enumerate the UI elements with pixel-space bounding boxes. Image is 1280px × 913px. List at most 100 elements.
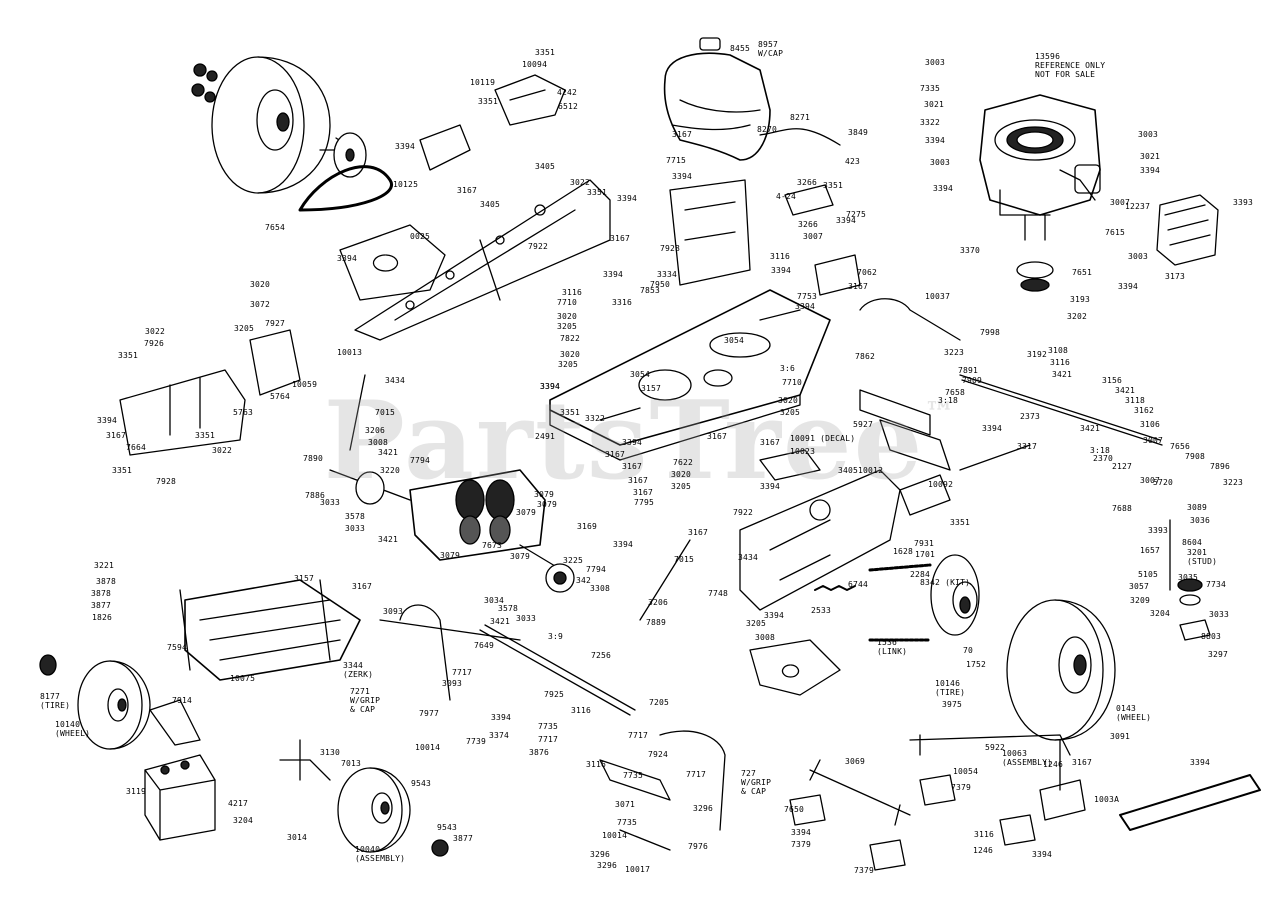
part-number-label: 3322	[920, 118, 941, 127]
part-number-label: 7924	[648, 750, 669, 759]
part-number-label: 3394	[982, 424, 1003, 433]
part-number-label: 3169	[577, 522, 598, 531]
part-number-label: 3156	[1102, 376, 1123, 385]
part-number-label: 7654	[265, 223, 286, 232]
part-number-label: 3079	[510, 552, 531, 561]
part-number-label: 3035	[1178, 573, 1199, 582]
part-number-label: 3034	[484, 596, 505, 605]
part-number-label: 3106	[1140, 420, 1161, 429]
part-number-label: 9543	[437, 823, 458, 832]
part-number-label: 3:6	[780, 364, 796, 373]
part-number-label: 3020	[778, 396, 799, 405]
part-number-label: 10023	[790, 447, 816, 456]
part-number-label: 3079	[516, 508, 537, 517]
part-number-label: 1003A	[1094, 795, 1120, 804]
part-number-label: 7735	[617, 818, 638, 827]
part-number-label: 3351	[118, 351, 139, 360]
part-number-label: 8957 W/CAP	[758, 40, 784, 58]
part-number-label: 7998	[980, 328, 1001, 337]
brake-rod-5922	[809, 759, 911, 826]
part-number-label: 7275	[846, 210, 867, 219]
part-number-label: 3394	[337, 254, 358, 263]
part-number-label: 3266	[797, 178, 818, 187]
part-number-label: 3116	[562, 288, 583, 297]
part-number-label: 7379	[791, 840, 812, 849]
part-number-label: 2127	[1112, 462, 1133, 471]
part-number-label: 3033	[345, 524, 366, 533]
part-number-label: 7649	[474, 641, 495, 650]
part-number-label: 3297	[1208, 650, 1229, 659]
part-number-label: 7664	[126, 443, 147, 452]
part-number-label: 3054	[630, 370, 651, 379]
bracket-7379-d	[919, 774, 956, 806]
tie-rod-10037	[859, 298, 961, 341]
part-number-label: 3394	[395, 142, 416, 151]
part-number-label: 3316	[612, 298, 633, 307]
part-number-label: 3374	[489, 731, 510, 740]
part-number-label: 3130	[320, 748, 341, 757]
part-number-label: 6512	[558, 102, 579, 111]
part-number-label: 1246	[973, 846, 994, 855]
part-number-label: 3394	[1190, 758, 1211, 767]
lift-handle-7271	[379, 604, 521, 701]
part-number-label: 8342 (KIT)	[920, 578, 971, 587]
part-number-label: 3116	[586, 760, 607, 769]
part-number-label: 7862	[855, 352, 876, 361]
part-number-label: 3394	[1032, 850, 1053, 859]
part-number-label: 7205	[649, 698, 670, 707]
bracket-7062	[814, 254, 861, 296]
part-number-label: 3394	[613, 540, 634, 549]
part-number-label: 8177 (TIRE)	[40, 692, 71, 710]
part-number-label: 3266	[798, 220, 819, 229]
part-number-label: 3003	[1138, 130, 1159, 139]
bracket-7379-a	[789, 794, 826, 826]
part-number-label: 3296	[597, 861, 618, 870]
part-number-label: 3205	[746, 619, 767, 628]
part-number-label: 3578	[498, 604, 519, 613]
part-number-label: 7015	[674, 555, 695, 564]
part-number-label: 3877	[453, 834, 474, 843]
part-number-label: 7735	[623, 771, 644, 780]
part-number-label: 3157	[294, 574, 315, 583]
part-number-label: 3393	[1233, 198, 1254, 207]
part-number-label: 3116	[571, 706, 592, 715]
part-number-label: 7013	[341, 759, 362, 768]
part-number-label: 10125	[393, 180, 419, 189]
part-number-label: 4-24	[776, 192, 797, 201]
part-number-label: 3091	[1110, 732, 1131, 741]
part-number-label: 3003	[925, 58, 946, 67]
part-number-label: 7889	[646, 618, 667, 627]
part-number-label: 3116	[770, 252, 791, 261]
part-number-label: 3394	[603, 270, 624, 279]
part-number-label: 3167	[610, 234, 631, 243]
part-number-label: 3296	[693, 804, 714, 813]
part-number-label: 3334	[657, 270, 678, 279]
part-number-label: 70	[963, 646, 974, 655]
part-number-label: 3351	[823, 181, 844, 190]
part-number-label: 3394	[540, 382, 561, 391]
part-number-label: 3003	[930, 158, 951, 167]
part-number-label: 10091 (DECAL)	[790, 434, 856, 443]
part-number-label: 3394	[933, 184, 954, 193]
part-number-label: 10140 (WHEEL)	[55, 720, 91, 738]
part-number-label: 1826	[92, 613, 113, 622]
part-number-label: 3394	[97, 416, 118, 425]
part-number-label: 1701	[915, 550, 936, 559]
part-number-label: 3022	[145, 327, 166, 336]
bracket-5763	[119, 329, 301, 456]
battery	[144, 754, 216, 841]
part-number-label: 7062	[857, 268, 878, 277]
front-wheel-bottom	[337, 767, 449, 857]
part-number-label: 7748	[708, 589, 729, 598]
part-number-label: 7717	[538, 735, 559, 744]
part-number-label: 3167	[457, 186, 478, 195]
part-number-label: 7794	[410, 456, 431, 465]
part-number-label: 3167	[622, 462, 643, 471]
dash-plate-7928	[669, 179, 751, 286]
part-number-label: 7753	[797, 292, 818, 301]
part-number-label: 7379	[854, 866, 875, 875]
part-number-label: 8270	[757, 125, 778, 134]
part-number-label: 3876	[529, 748, 550, 757]
part-number-label: 3421	[378, 448, 399, 457]
hardware-stack-right	[1169, 519, 1211, 641]
